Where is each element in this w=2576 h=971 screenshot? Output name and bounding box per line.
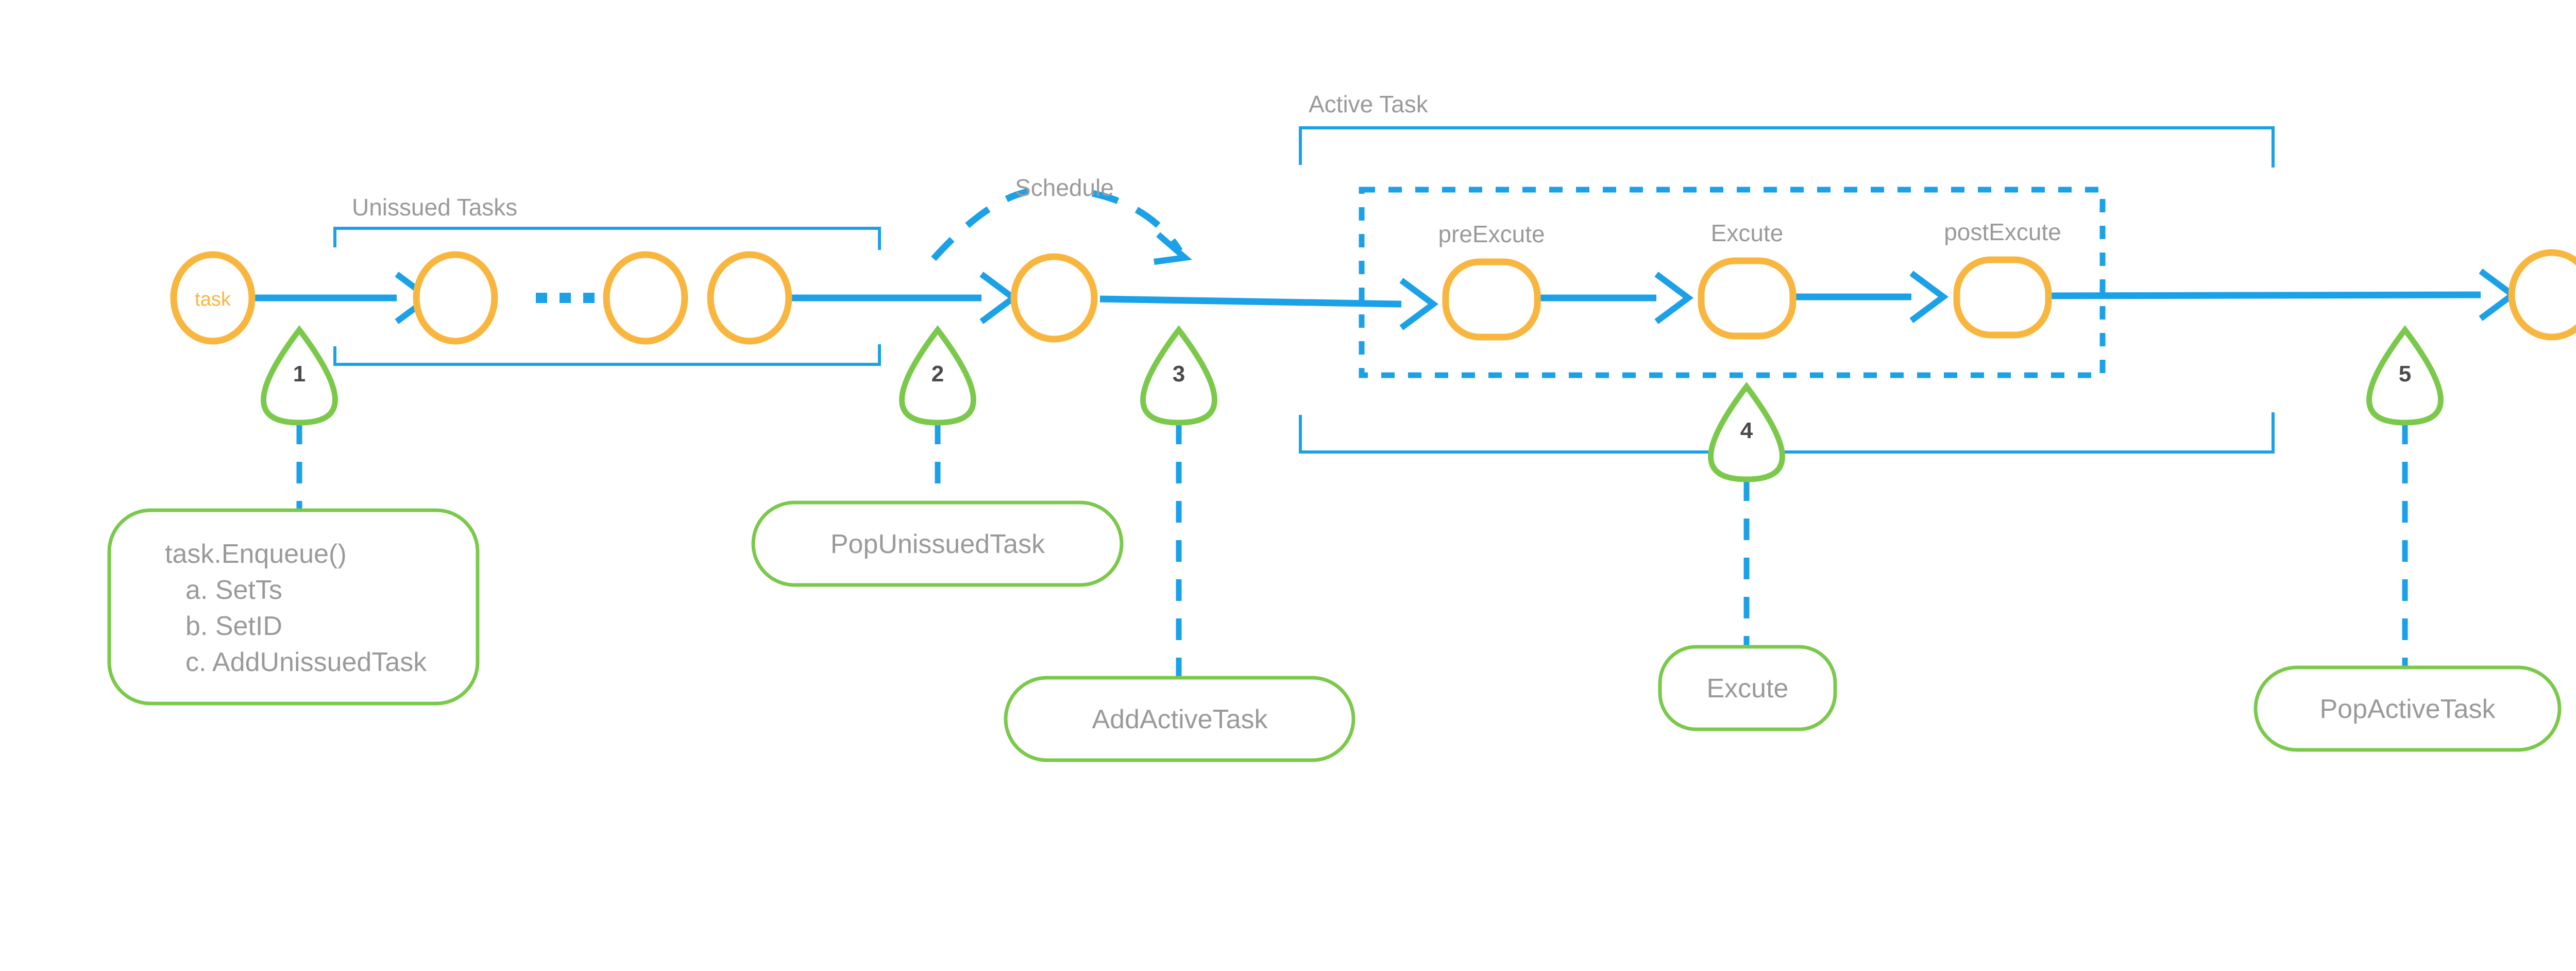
schedule-arrow-icon (1154, 232, 1193, 265)
main-flow-lines (250, 291, 2481, 308)
arrow-into-execute-icon (1654, 272, 1694, 324)
step-2-number: 2 (931, 361, 944, 387)
post-execute-label: postExcute (1944, 219, 2061, 245)
node-execute[interactable] (1698, 257, 1797, 340)
schedule-label: Schedule (1015, 174, 1114, 201)
execution-phase-dotted-box (1359, 187, 2106, 378)
active-bracket-bottom (1299, 412, 2275, 454)
node-queue-0[interactable] (413, 251, 498, 345)
step-4-group: 4 Excute (1658, 381, 1837, 731)
unissued-bracket-top (333, 227, 881, 250)
unissued-tasks-bracket (333, 227, 881, 366)
step-1-pin[interactable] (261, 325, 338, 426)
step-3-callout[interactable] (1004, 676, 1355, 762)
active-task-bracket (1299, 126, 2275, 454)
arrow-into-post-icon (1909, 271, 1949, 323)
unissued-tasks-label: Unissued Tasks (352, 194, 517, 221)
node-task[interactable] (170, 251, 256, 345)
step-1-group: 1 task.Enqueue() a. SetTs b. SetID c. Ad… (107, 325, 480, 706)
arrow-into-done-icon (2479, 269, 2518, 321)
step-2-pin[interactable] (899, 325, 976, 426)
node-pre-execute[interactable] (1442, 258, 1541, 341)
execute-label: Excute (1711, 220, 1784, 246)
flow-schedule-to-pre (1099, 295, 1402, 308)
step-2-callout[interactable] (751, 500, 1124, 587)
step-2-callout-line-0: PopUnissuedTask (831, 529, 1045, 559)
step-5-pin[interactable] (2366, 325, 2444, 426)
step-2-group: 2 PopUnissuedTask (751, 325, 1124, 587)
pre-execute-label: preExcute (1438, 221, 1545, 247)
step-5-group: 5 PopActiveTask (2253, 325, 2562, 752)
step-1-callout[interactable] (107, 508, 480, 706)
step-3-group: 3 AddActiveTask (1004, 325, 1355, 762)
node-scheduled[interactable] (1010, 253, 1098, 343)
step-3-pin[interactable] (1140, 325, 1217, 426)
arrow-into-schedule-icon (979, 272, 1019, 324)
step-5-callout-line-0: PopActiveTask (2319, 694, 2496, 724)
step-3-callout-line-0: AddActiveTask (1092, 705, 1268, 734)
node-queue-1[interactable] (603, 251, 688, 345)
node-done[interactable] (2508, 249, 2576, 341)
step-4-pin[interactable] (1708, 381, 1785, 482)
node-queue-2[interactable] (707, 251, 792, 345)
node-task-label: task (195, 289, 231, 310)
schedule-arc-right (1091, 190, 1183, 253)
schedule-arcs (931, 188, 1193, 265)
step-3-number: 3 (1173, 361, 1185, 387)
flow-post-to-done (2042, 291, 2481, 299)
step-5-number: 5 (2399, 361, 2411, 387)
schedule-arc-left (931, 188, 1029, 261)
queue-ellipsis-icon (536, 293, 595, 303)
step-4-number: 4 (1740, 418, 1753, 443)
step-1-number: 1 (293, 361, 306, 387)
step-1-callout-line-0: task.Enqueue() (165, 539, 347, 569)
unissued-bracket-bottom (333, 344, 881, 366)
step-1-callout-line-3: c. AddUnissuedTask (185, 647, 427, 677)
step-4-callout[interactable] (1658, 645, 1837, 731)
active-task-label: Active Task (1309, 91, 1429, 118)
step-4-callout-line-0: Excute (1707, 674, 1789, 704)
step-5-callout[interactable] (2253, 665, 2562, 752)
step-1-callout-line-2: b. SetID (185, 611, 282, 641)
node-post-execute[interactable] (1953, 256, 2052, 339)
active-bracket-top (1299, 126, 2275, 168)
arrow-into-pre-icon (1399, 278, 1439, 330)
step-1-callout-line-1: a. SetTs (185, 575, 282, 605)
